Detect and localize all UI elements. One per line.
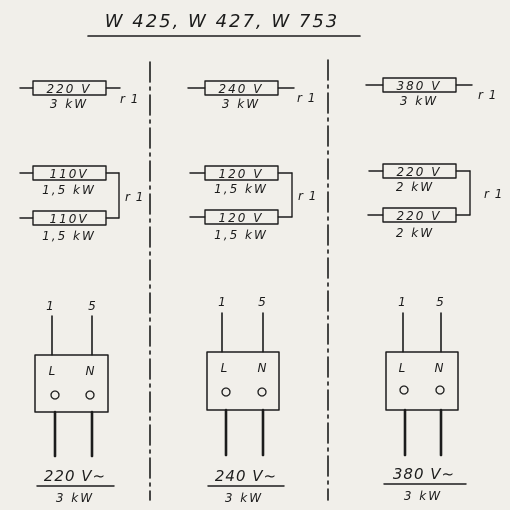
terminal-number: 5 (436, 295, 444, 309)
column-1: 220 V 3 kW r 1 110V 1,5 kW 110V 1,5 kW r… (19, 80, 144, 505)
resistor-voltage: 120 V (219, 167, 264, 181)
resistor-power: 2 kW (396, 180, 434, 194)
terminal-screw-icon (85, 390, 95, 400)
column-3: 380 V 3 kW r 1 220 V 2 kW 220 V 2 kW r 1… (365, 77, 503, 503)
pair-ref: r 1 (298, 189, 317, 203)
terminal-letter: L (221, 361, 228, 375)
terminal-letter: L (399, 361, 406, 375)
terminal-screw-icon (257, 387, 267, 397)
column-2: 240 V 3 kW r 1 120 V 1,5 kW 120 V 1,5 kW… (187, 80, 317, 505)
terminal-number: 5 (88, 299, 96, 313)
terminal-block (34, 354, 109, 413)
terminal-letter: N (86, 364, 95, 378)
resistor-power: 1,5 kW (42, 183, 96, 197)
resistor-power: 1,5 kW (42, 229, 96, 243)
terminal-letter: N (435, 361, 444, 375)
resistor-voltage: 110V (49, 212, 88, 226)
terminal-block (385, 351, 459, 411)
resistor-voltage: 380 V (397, 79, 442, 93)
supply-voltage: 220 V~ (44, 467, 106, 485)
supply-power: 3 kW (56, 491, 94, 505)
resistor-ref: r 1 (120, 92, 139, 106)
terminal-number: 1 (46, 299, 54, 313)
resistor-voltage: 120 V (219, 211, 264, 225)
terminal-number: 5 (258, 295, 266, 309)
resistor-ref: r 1 (297, 91, 316, 105)
resistor-ref: r 1 (478, 88, 497, 102)
page-title: W 425, W 427, W 753 (105, 11, 340, 32)
terminal-screw-icon (435, 385, 445, 395)
resistor-voltage: 240 V (219, 82, 264, 96)
terminal-letter: L (49, 364, 56, 378)
resistor-power: 3 kW (222, 97, 260, 111)
terminal-letter: N (258, 361, 267, 375)
terminal-block (206, 351, 280, 411)
resistor-power: 1,5 kW (214, 182, 268, 196)
resistor-voltage: 220 V (47, 82, 92, 96)
resistor-power: 3 kW (50, 97, 88, 111)
terminal-screw-icon (50, 390, 60, 400)
pair-ref: r 1 (125, 190, 144, 204)
supply-power: 3 kW (404, 489, 442, 503)
resistor-power: 2 kW (396, 226, 434, 240)
resistor-voltage: 110V (49, 167, 88, 181)
resistor-voltage: 220 V (397, 165, 442, 179)
resistor-power: 1,5 kW (214, 228, 268, 242)
supply-voltage: 380 V~ (393, 465, 455, 483)
resistor-voltage: 220 V (397, 209, 442, 223)
terminal-number: 1 (398, 295, 406, 309)
terminal-screw-icon (399, 385, 409, 395)
terminal-screw-icon (221, 387, 231, 397)
supply-power: 3 kW (225, 491, 263, 505)
terminal-number: 1 (218, 295, 226, 309)
supply-voltage: 240 V~ (215, 467, 277, 485)
resistor-power: 3 kW (400, 94, 438, 108)
pair-ref: r 1 (484, 187, 503, 201)
